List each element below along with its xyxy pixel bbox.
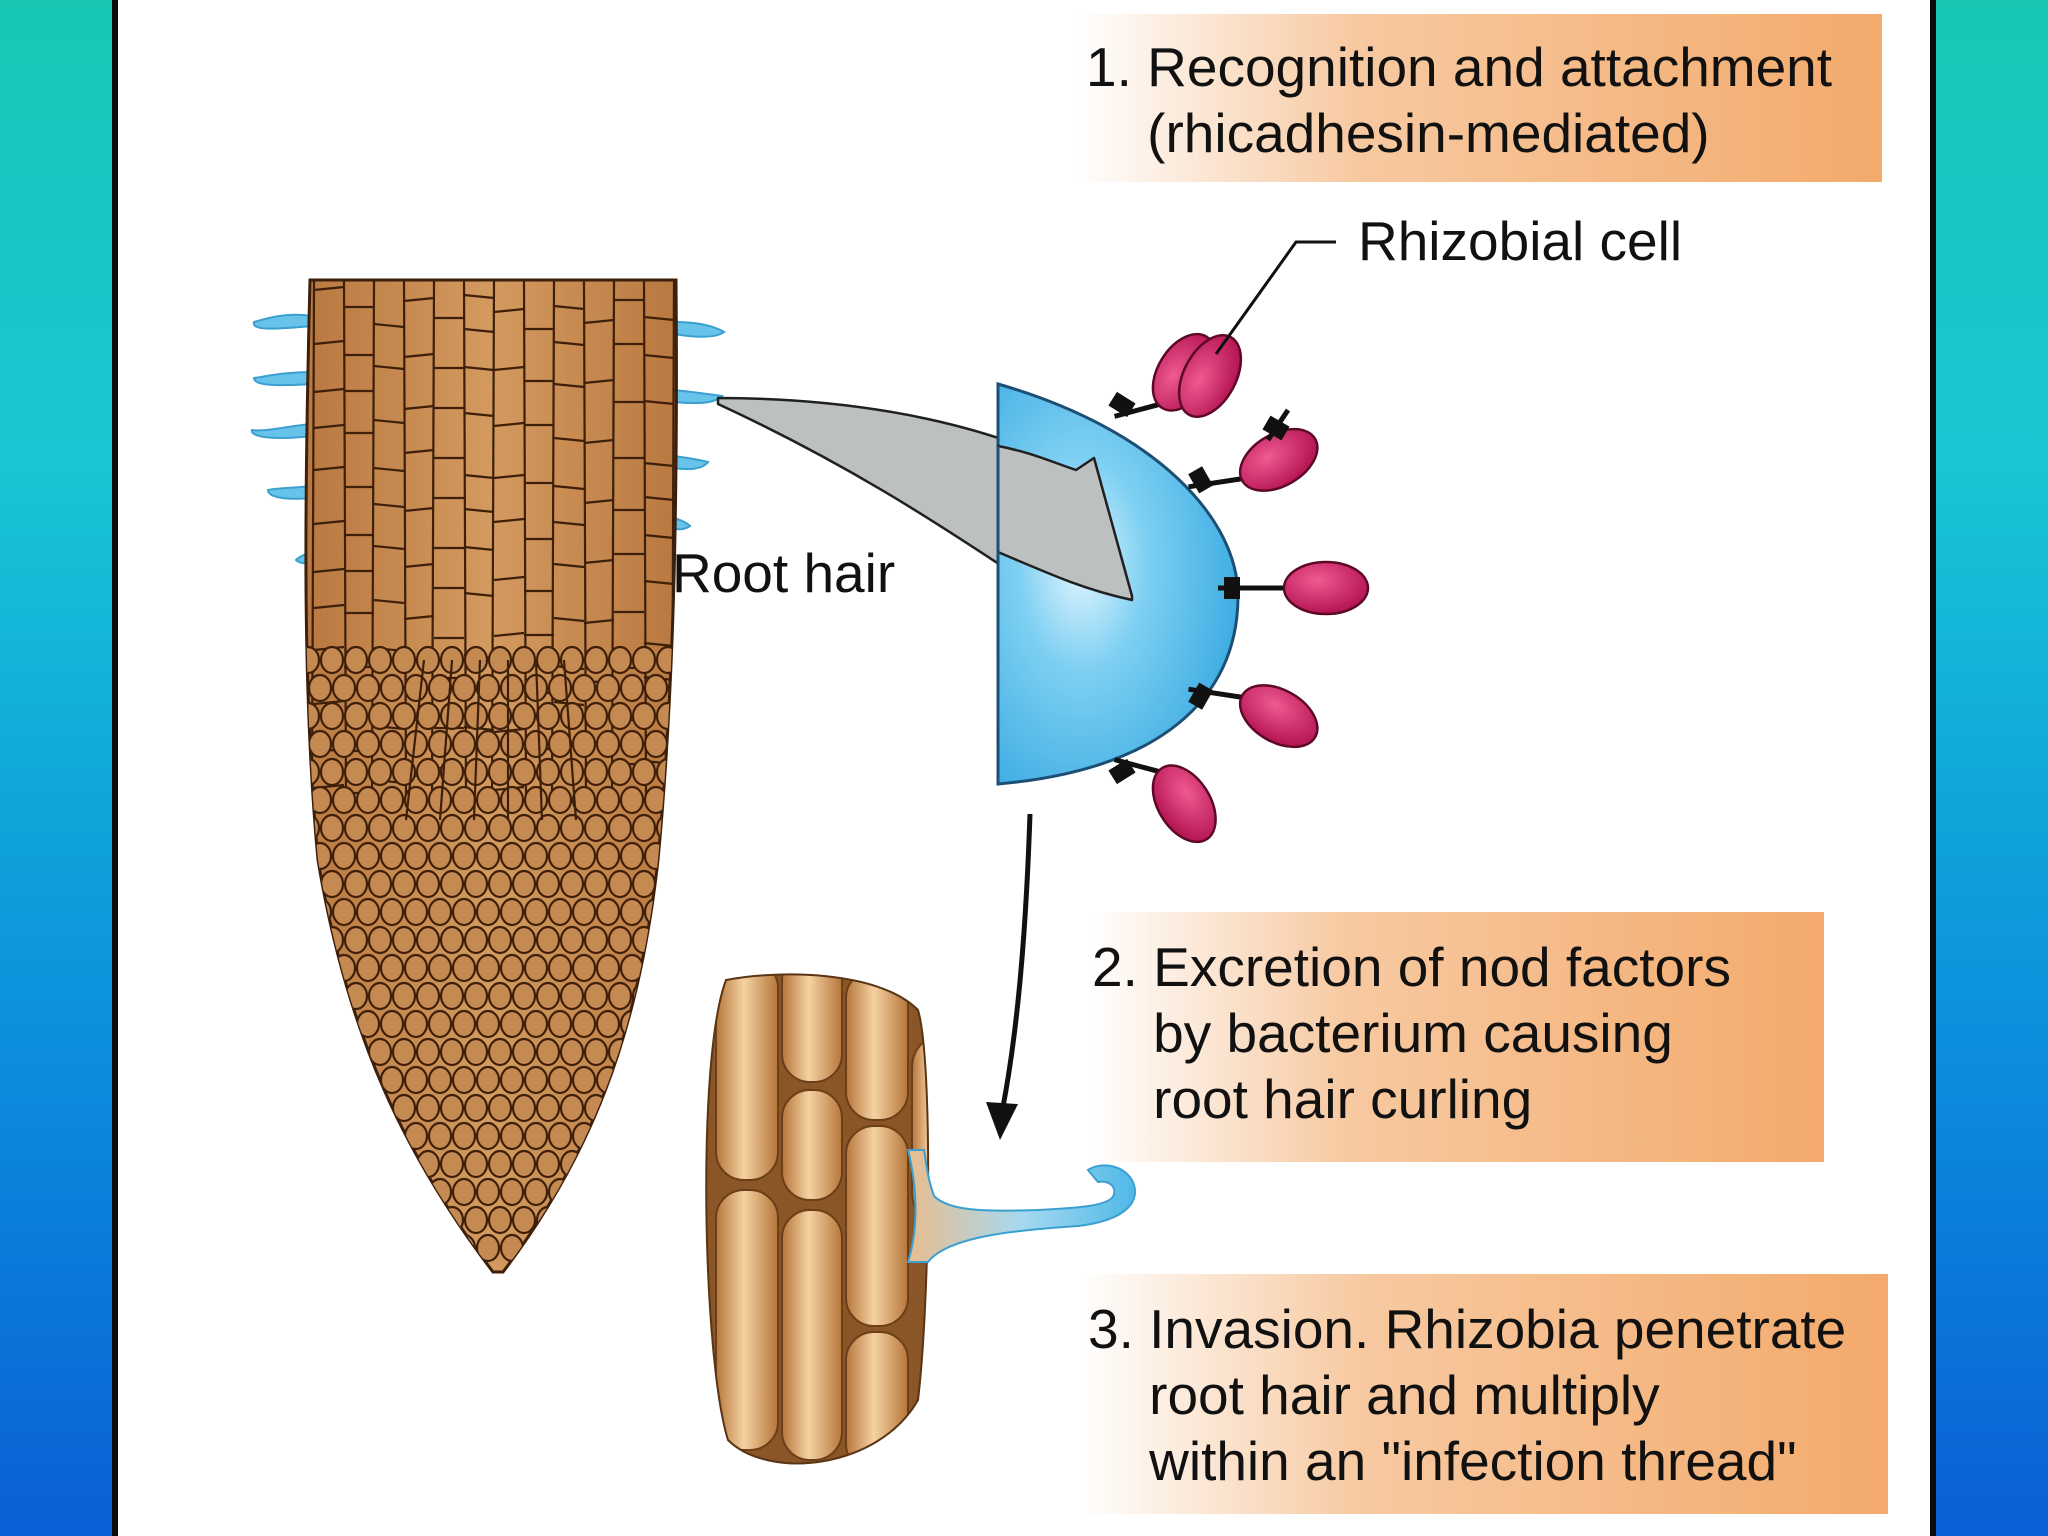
rhizobial-cell [1218,560,1370,616]
step-2-line-3: root hair curling [1153,1068,1533,1130]
step-1-box [1074,14,1882,182]
rhizobial-label-leader [1214,240,1336,355]
rhizobial-cells [1108,332,1370,844]
step-3-line-1: Invasion. Rhizobia penetrate [1149,1298,1847,1360]
rhizobial-cell-label: Rhizobial cell [1358,210,1683,272]
step-1-text: 1. Recognition and attachment (rhicadhes… [1086,34,1832,166]
rhizobial-cell [1177,334,1291,442]
step-3-line-2: root hair and multiply [1149,1364,1660,1426]
step-2-line-1: Excretion of nod factors [1153,936,1731,998]
step-2-text: 2. Excretion of nod factors by bacterium… [1092,934,1731,1132]
rhizobial-cell [1188,682,1319,749]
rhizobial-cell [1108,757,1217,844]
root-tip [304,278,678,1274]
step-3-box [1078,1274,1888,1514]
slide-canvas: 1. Recognition and attachment (rhicadhes… [112,0,1936,1536]
step-2-number: 2. [1092,936,1138,998]
zoom-arrow-head [996,444,1134,602]
step-1-number: 1. [1086,36,1132,98]
infection-thread [906,1149,1137,1263]
step-2-line-2: by bacterium causing [1153,1002,1673,1064]
step-2-box [1090,912,1824,1162]
root-cells-closeup [705,973,930,1465]
step-1-line-1: Recognition and attachment [1147,36,1833,98]
step-1-line-2: (rhicadhesin-mediated) [1147,102,1710,164]
step-3-text: 3. Invasion. Rhizobia penetrate root hai… [1088,1296,1846,1494]
root-hair-label: Root hair [672,542,896,604]
diagram-art [251,240,1370,1465]
step-3-number: 3. [1088,1298,1134,1360]
rhizobial-cell [1188,427,1319,494]
step-3-line-3: within an "infection thread" [1149,1430,1797,1492]
down-arrow [986,813,1033,1140]
